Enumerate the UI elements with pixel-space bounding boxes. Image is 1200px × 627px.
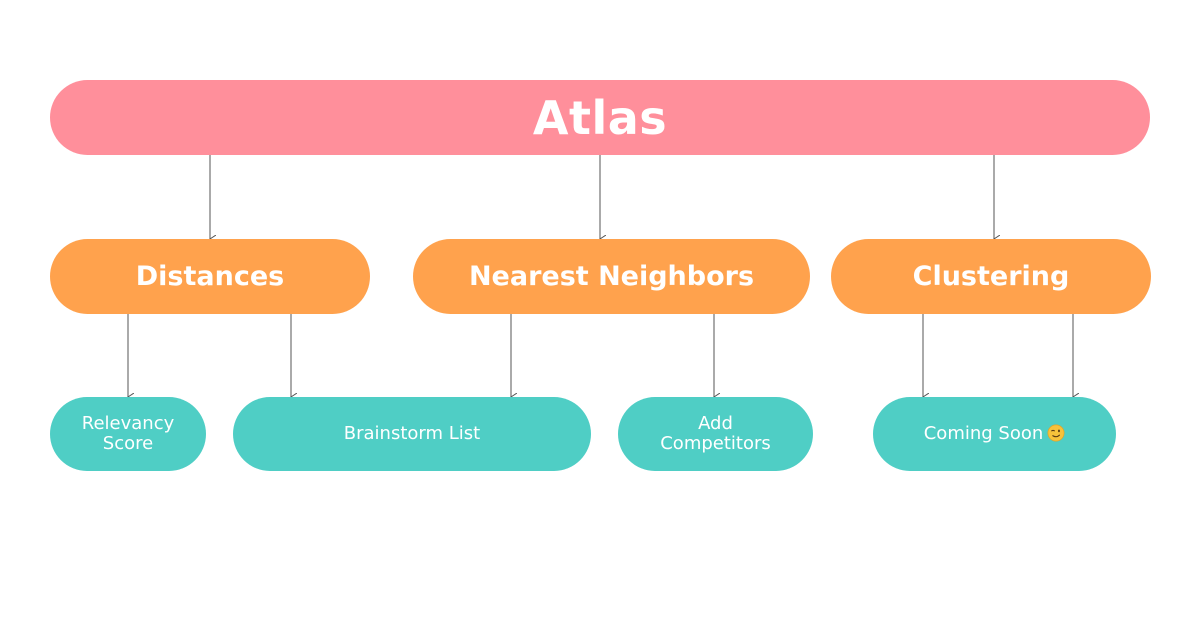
- feature-node-brainstorm-list: Brainstorm List: [233, 397, 591, 471]
- feature-node-label-line: Competitors: [660, 433, 771, 454]
- feature-node-add-competitors: Add Competitors: [618, 397, 813, 471]
- category-node-clustering: Clustering: [831, 239, 1151, 314]
- feature-node-text: Coming Soon: [924, 424, 1066, 444]
- feature-node-text: Add Competitors: [660, 414, 771, 454]
- feature-node-label-line: Relevancy: [81, 413, 175, 435]
- feature-node-label-line: Coming Soon: [923, 423, 1044, 445]
- feature-node-label-line: Brainstorm List: [343, 423, 481, 445]
- category-node-label: Distances: [135, 261, 285, 292]
- feature-node-text: Relevancy Score: [82, 414, 175, 454]
- wink-emoji-icon: [1047, 424, 1065, 442]
- root-node-label: Atlas: [532, 90, 668, 145]
- root-node-atlas: Atlas: [50, 80, 1150, 155]
- feature-node-label-row: Coming Soon: [924, 424, 1066, 444]
- feature-node-relevancy-score: Relevancy Score: [50, 397, 206, 471]
- category-node-label: Clustering: [912, 261, 1070, 292]
- feature-node-coming-soon: Coming Soon: [873, 397, 1116, 471]
- category-node-nearest-neighbors: Nearest Neighbors: [413, 239, 810, 314]
- feature-node-label-line: Add: [698, 413, 733, 435]
- feature-node-text: Brainstorm List: [344, 424, 480, 444]
- category-node-distances: Distances: [50, 239, 370, 314]
- feature-node-label-line: Score: [102, 433, 154, 454]
- category-node-label: Nearest Neighbors: [468, 261, 755, 292]
